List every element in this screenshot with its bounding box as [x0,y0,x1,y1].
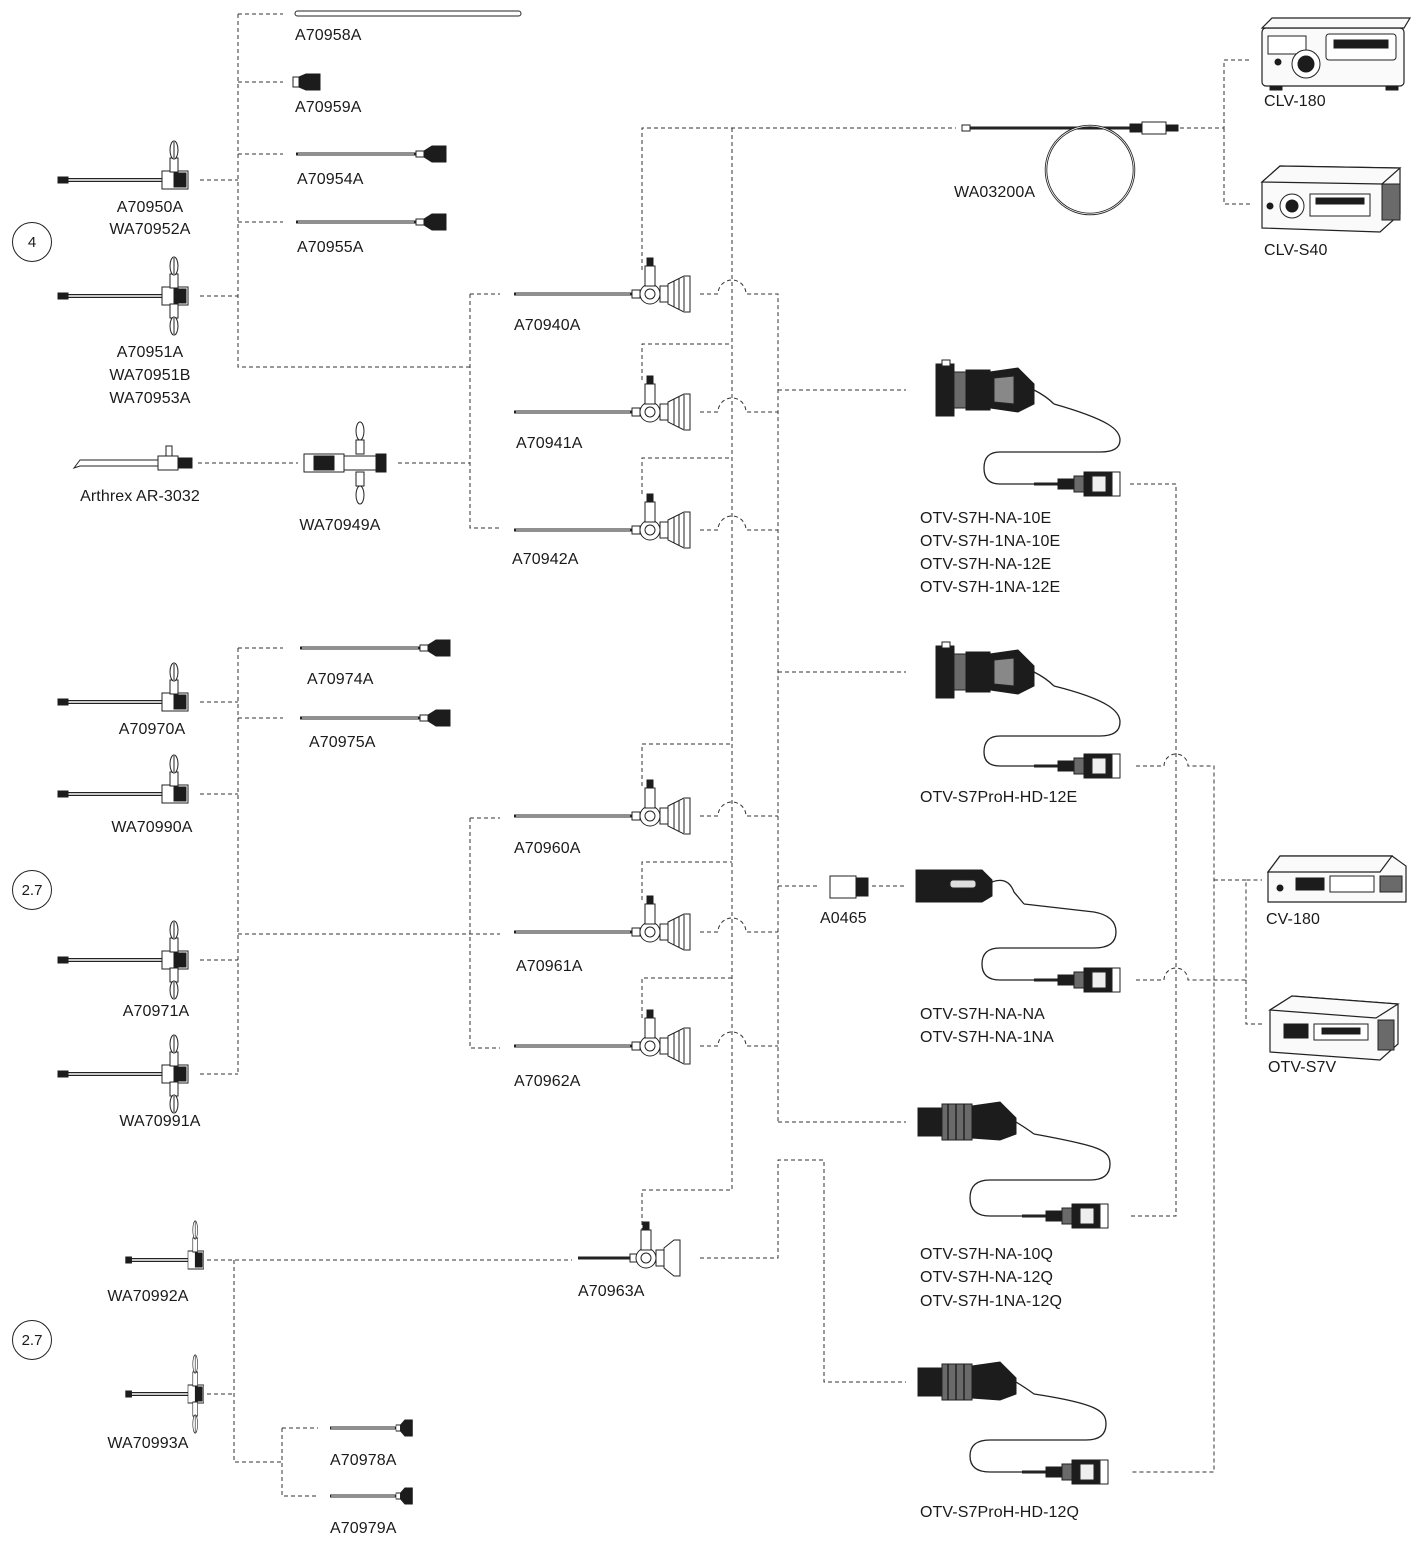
label-wa70993a: WA70993A [107,1435,189,1452]
obturator-a70955a [294,212,448,232]
label-a70959a: A70959A [295,99,362,116]
coupler-a0465 [829,875,869,899]
adapter-wa70949a [303,421,387,505]
obturator-a70978a [328,1418,414,1438]
label-a70970a: A70970A [118,721,186,738]
label-a70940a: A70940A [514,317,581,334]
obturator-a70954a [294,144,448,164]
label-a70961a: A70961A [516,958,583,975]
size-badge-2-7-a: 2.7 [12,870,52,910]
console-otvs7v [1268,995,1400,1061]
label-otv-10e-4: OTV-S7H-1NA-12E [920,579,1061,596]
label-a70978a: A70978A [330,1452,397,1469]
label-otv-prohd-12q: OTV-S7ProH-HD-12Q [920,1504,1080,1521]
label-a70960a: A70960A [514,840,581,857]
label-clvs40: CLV-S40 [1264,242,1328,259]
label-a70975a: A70975A [309,734,376,751]
label-a70971a: A70971A [122,1003,190,1020]
label-wa70991a: WA70991A [119,1113,201,1130]
label-otvs7v: OTV-S7V [1268,1059,1337,1076]
label-otv-10e-1: OTV-S7H-NA-10E [920,510,1052,527]
scope-a70960a [512,778,692,836]
label-wa70992a: WA70992A [107,1288,189,1305]
label-otv-q-1: OTV-S7H-NA-10Q [920,1246,1053,1263]
label-a70958a: A70958A [295,27,362,44]
scope-a70941a [512,374,692,432]
scope-a70963a-head [629,1221,681,1277]
label-a70942a: A70942A [512,551,579,568]
obturator-a70979a [328,1486,414,1506]
light-cable-wa03200a [961,121,1179,216]
sheath-a70950a [56,139,190,191]
camera-head-prohd-e [935,641,1122,780]
label-a70962a: A70962A [514,1073,581,1090]
sheath-a70971a [56,919,190,1001]
scope-a70940a [512,256,692,314]
label-a70979a: A70979A [330,1520,397,1537]
size-badge-2-7-b: 2.7 [12,1320,52,1360]
arthrex-cannula [72,445,193,471]
connector-lines [198,13,1262,1497]
console-cv180 [1266,855,1407,903]
sheath-a70970a [56,661,190,713]
label-wa70990a: WA70990A [111,819,193,836]
size-badge-4: 4 [12,222,52,262]
label-otv-10e-2: OTV-S7H-1NA-10E [920,533,1061,550]
obturator-a70974a [298,638,452,658]
label-otv-10e-3: OTV-S7H-NA-12E [920,556,1052,573]
label-wa70952a: WA70952A [109,221,191,238]
sheath-wa70992a [123,1219,206,1271]
obturator-a70958a [294,10,522,17]
label-otv-q-2: OTV-S7H-NA-12Q [920,1269,1053,1286]
scope-a70961a [512,894,692,952]
label-otv-na-1: OTV-S7H-NA-NA [920,1006,1045,1023]
obturator-a70959a [292,73,321,91]
obturator-a70975a [298,708,452,728]
label-a70941a: A70941A [516,435,583,452]
label-clv180: CLV-180 [1264,93,1326,110]
label-arthrex: Arthrex AR-3032 [80,488,200,505]
camera-head-q [917,1101,1111,1230]
label-a70963a: A70963A [578,1283,645,1300]
label-a0465: A0465 [820,910,867,927]
sheath-a70951a [56,255,190,337]
label-a70951a: A70951A [116,344,184,361]
scope-a70942a [512,492,692,550]
label-otv-q-3: OTV-S7H-1NA-12Q [920,1293,1062,1310]
label-otv-prohd-12e: OTV-S7ProH-HD-12E [920,789,1078,806]
sheath-wa70990a [56,753,190,805]
console-clvs40 [1260,165,1402,233]
camera-head-e [935,359,1122,498]
label-a70955a: A70955A [297,239,364,256]
label-a70954a: A70954A [297,171,364,188]
label-wa70949a: WA70949A [299,517,381,534]
label-wa03200a: WA03200A [954,184,1036,201]
console-clv180 [1260,17,1412,91]
label-cv180: CV-180 [1266,911,1320,928]
label-a70950a: A70950A [116,199,184,216]
camera-head-prohd-q [917,1361,1110,1486]
label-wa70951b: WA70951B [109,367,191,384]
scope-a70962a [512,1008,692,1066]
sheath-wa70993a [123,1353,206,1435]
label-wa70953a: WA70953A [109,390,191,407]
sheath-wa70991a [56,1033,190,1115]
label-otv-na-2: OTV-S7H-NA-1NA [920,1029,1054,1046]
camera-head-na [915,869,1122,994]
label-a70974a: A70974A [307,671,374,688]
